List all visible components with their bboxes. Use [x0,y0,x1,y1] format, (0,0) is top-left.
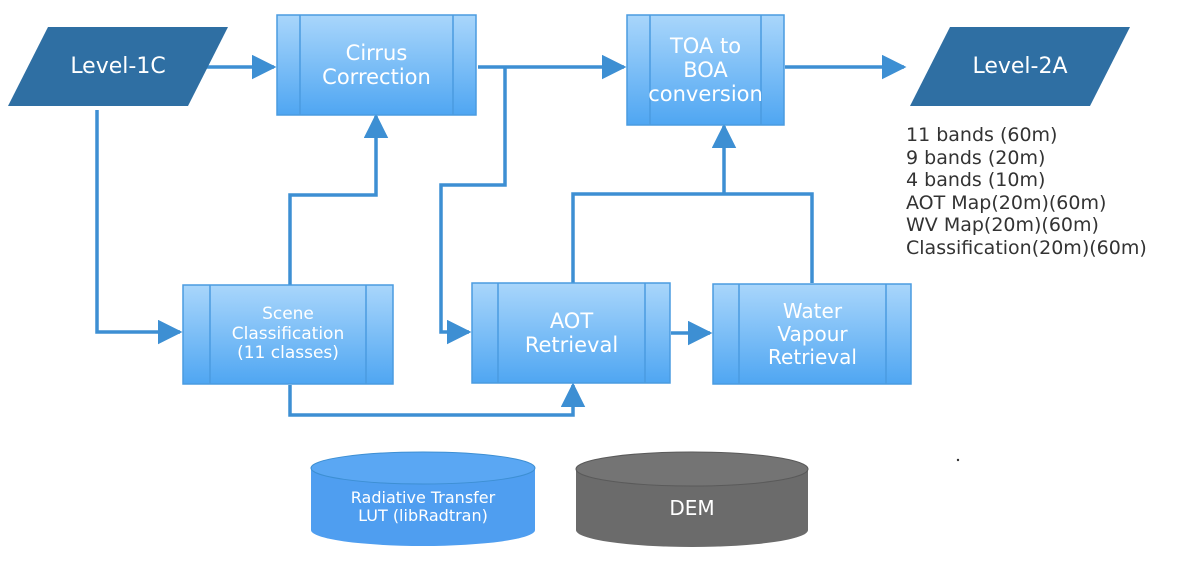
toa-boa-label: TOA to BOA conversion [648,33,763,107]
output-products-list: 11 bands (60m) 9 bands (20m) 4 bands (10… [906,124,1147,259]
level1c-shape [8,27,228,106]
lut-label: Radiative Transfer LUT (libRadtran) [350,487,496,525]
scene-classification-label: Scene Classification (11 classes) [231,304,345,364]
connector-aot-wv-join [571,192,814,283]
water-vapour-retrieval-label: Water Vapour Retrieval [768,298,857,369]
output-item: Classification(20m)(60m) [906,236,1147,259]
stray-dot [956,458,960,462]
arrow-cirrus-to-aot [439,67,507,345]
aot-retrieval-label: AOT Retrieval [524,308,619,357]
wv-box [712,283,912,385]
output-item: AOT Map(20m)(60m) [906,191,1107,214]
level2a-label: Level-2A [972,54,1068,80]
output-item: WV Map(20m)(60m) [906,214,1099,236]
connectors [95,54,907,417]
lut-cylinder [310,451,536,546]
cirrus-correction-label: Cirrus Correction [322,40,431,89]
aot-box [471,282,671,384]
toa-box [626,14,785,126]
level2a-shape [910,27,1130,106]
cirrus-box [276,14,477,116]
dem-cylinder [575,451,809,547]
scene-box [182,284,394,385]
output-item: 4 bands (10m) [906,169,1046,191]
arrow-level1c-to-scene [95,110,183,345]
dem-label: DEM [669,495,715,520]
arrow-scene-to-cirrus [288,113,389,285]
arrow-scene-to-aot [288,382,586,417]
level1c-label: Level-1C [70,54,166,80]
output-item: 9 bands (20m) [906,146,1046,169]
output-item: 11 bands (60m) [906,124,1058,146]
